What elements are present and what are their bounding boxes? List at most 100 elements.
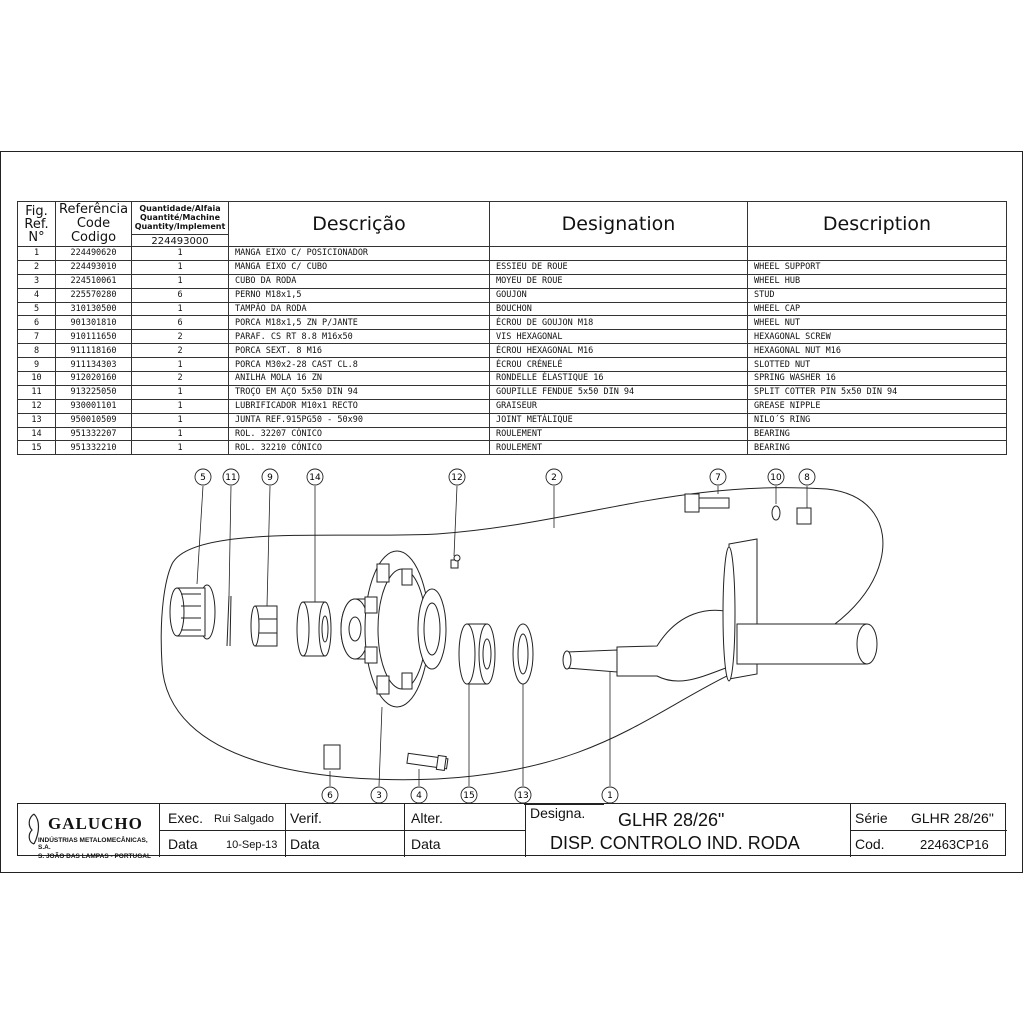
company-subtitle-2: S. JOÃO DAS LAMPAS - PORTUGAL bbox=[38, 853, 151, 860]
fig-cell: 10 bbox=[17, 371, 56, 386]
slotted-nut-part bbox=[250, 605, 278, 647]
code-cell: 224490620 bbox=[55, 246, 132, 261]
leader-lines bbox=[196, 485, 808, 787]
table-header-row: Fig. Ref. N° Referência Code Codigo Quan… bbox=[17, 201, 1007, 247]
code-cell: 950010509 bbox=[55, 412, 132, 428]
designation-cell bbox=[489, 246, 748, 261]
exec-label: Exec. bbox=[168, 810, 204, 826]
code-cell: 901301810 bbox=[55, 315, 132, 331]
wheel-nut-part bbox=[323, 744, 341, 770]
code-cell: 224510061 bbox=[55, 273, 132, 289]
designation-cell: GRAISEUR bbox=[489, 398, 748, 414]
header-quantity: Quantidade/Alfaia Quantité/Machine Quant… bbox=[131, 201, 229, 247]
designation-cell: ÉCROU HEXAGONAL M16 bbox=[489, 343, 748, 359]
fig-cell: 14 bbox=[17, 426, 56, 442]
header-descricao: Descrição bbox=[228, 201, 490, 247]
company-subtitle-1: INDÚSTRIAS METALOMECÂNICAS, S.A. bbox=[38, 837, 148, 851]
descricao-cell: TROÇO EM AÇO 5x50 DIN 94 bbox=[228, 384, 490, 400]
description-cell: BEARING bbox=[747, 440, 1007, 456]
callout-6: 6 bbox=[321, 786, 339, 803]
code-cell: 911134303 bbox=[55, 357, 132, 373]
fig-cell: 3 bbox=[17, 273, 56, 289]
descricao-cell: JUNTA REF.915PG50 - 50x90 bbox=[228, 412, 490, 428]
parts-list-table: Fig. Ref. N° Referência Code Codigo Quan… bbox=[17, 201, 1007, 456]
qty-cell: 1 bbox=[131, 357, 229, 373]
code-cell: 951332210 bbox=[55, 440, 132, 456]
header-designation: Designation bbox=[489, 201, 748, 247]
spring-washer-part bbox=[771, 505, 781, 521]
description-cell: WHEEL CAP bbox=[747, 301, 1007, 317]
descricao-cell: ROL. 32210 CÓNICO bbox=[228, 440, 490, 456]
cod-label: Cod. bbox=[855, 836, 885, 852]
designation-cell: ESSIEU DE ROUE bbox=[489, 259, 748, 275]
fig-cell: 1 bbox=[17, 246, 56, 261]
descricao-cell: MANGA EIXO C/ CUBO bbox=[228, 259, 490, 275]
code-cell: 912020160 bbox=[55, 371, 132, 386]
company-logo: GALUCHO INDÚSTRIAS METALOMECÂNICAS, S.A.… bbox=[24, 814, 154, 860]
wheel-cap-part bbox=[169, 584, 216, 640]
code-cell: 930001101 bbox=[55, 398, 132, 414]
callout-11: 11 bbox=[222, 468, 240, 486]
qty-cell: 1 bbox=[131, 259, 229, 275]
designation-cell: GOUJON bbox=[489, 287, 748, 303]
hex-screw-part bbox=[684, 493, 730, 513]
rooster-logo-icon bbox=[28, 813, 40, 845]
description-cell: SPLIT COTTER PIN 5x50 DIN 94 bbox=[747, 384, 1007, 400]
callout-number: 13 bbox=[517, 791, 528, 801]
exec-value: Rui Salgado bbox=[214, 813, 274, 825]
designation-cell: RONDELLE ÉLASTIQUE 16 bbox=[489, 371, 748, 386]
designation-cell: ÉCROU DE GOUJON M18 bbox=[489, 315, 748, 331]
callout-10: 10 bbox=[767, 468, 785, 486]
callout-14: 14 bbox=[306, 468, 324, 486]
callout-number: 9 bbox=[267, 473, 273, 483]
description-cell: SPRING WASHER 16 bbox=[747, 371, 1007, 386]
description-cell bbox=[747, 246, 1007, 261]
description-cell: BEARING bbox=[747, 426, 1007, 442]
designation-cell: VIS HEXAGONAL bbox=[489, 329, 748, 345]
implement-code: 224493000 bbox=[132, 234, 228, 246]
wheel-hub-part bbox=[340, 550, 447, 708]
fig-cell: 11 bbox=[17, 384, 56, 400]
title-block: GALUCHO INDÚSTRIAS METALOMECÂNICAS, S.A.… bbox=[17, 803, 1007, 860]
callout-number: 11 bbox=[225, 473, 236, 483]
nilos-ring-part bbox=[512, 623, 534, 685]
callout-number: 2 bbox=[551, 473, 557, 483]
data-value: 10-Sep-13 bbox=[226, 839, 278, 851]
callout-4: 4 bbox=[410, 786, 428, 803]
fig-cell: 7 bbox=[17, 329, 56, 345]
qty-cell: 2 bbox=[131, 329, 229, 345]
description-cell: WHEEL SUPPORT bbox=[747, 259, 1007, 275]
code-cell: 225570280 bbox=[55, 287, 132, 303]
callout-3: 3 bbox=[370, 786, 388, 803]
hex-nut-part bbox=[796, 507, 812, 525]
callout-7: 7 bbox=[709, 468, 727, 486]
qty-cell: 2 bbox=[131, 371, 229, 386]
code-cell: 911118160 bbox=[55, 343, 132, 359]
callout-number: 5 bbox=[200, 473, 206, 483]
qty-cell: 1 bbox=[131, 398, 229, 414]
callout-number: 10 bbox=[770, 473, 782, 483]
designation-cell: ROULEMENT bbox=[489, 440, 748, 456]
descricao-cell: LUBRIFICADOR M10x1 RECTO bbox=[228, 398, 490, 414]
stud-part bbox=[406, 752, 449, 772]
callout-number: 4 bbox=[416, 791, 422, 801]
spindle-part bbox=[562, 538, 878, 682]
fig-cell: 8 bbox=[17, 343, 56, 359]
qty-cell: 1 bbox=[131, 412, 229, 428]
alter-label: Alter. bbox=[411, 810, 443, 826]
description-cell: WHEEL NUT bbox=[747, 315, 1007, 331]
alter-data-label: Data bbox=[411, 836, 441, 852]
qty-cell: 1 bbox=[131, 384, 229, 400]
designation-cell: ÉCROU CRÉNELÉ bbox=[489, 357, 748, 373]
callout-number: 3 bbox=[376, 791, 382, 801]
